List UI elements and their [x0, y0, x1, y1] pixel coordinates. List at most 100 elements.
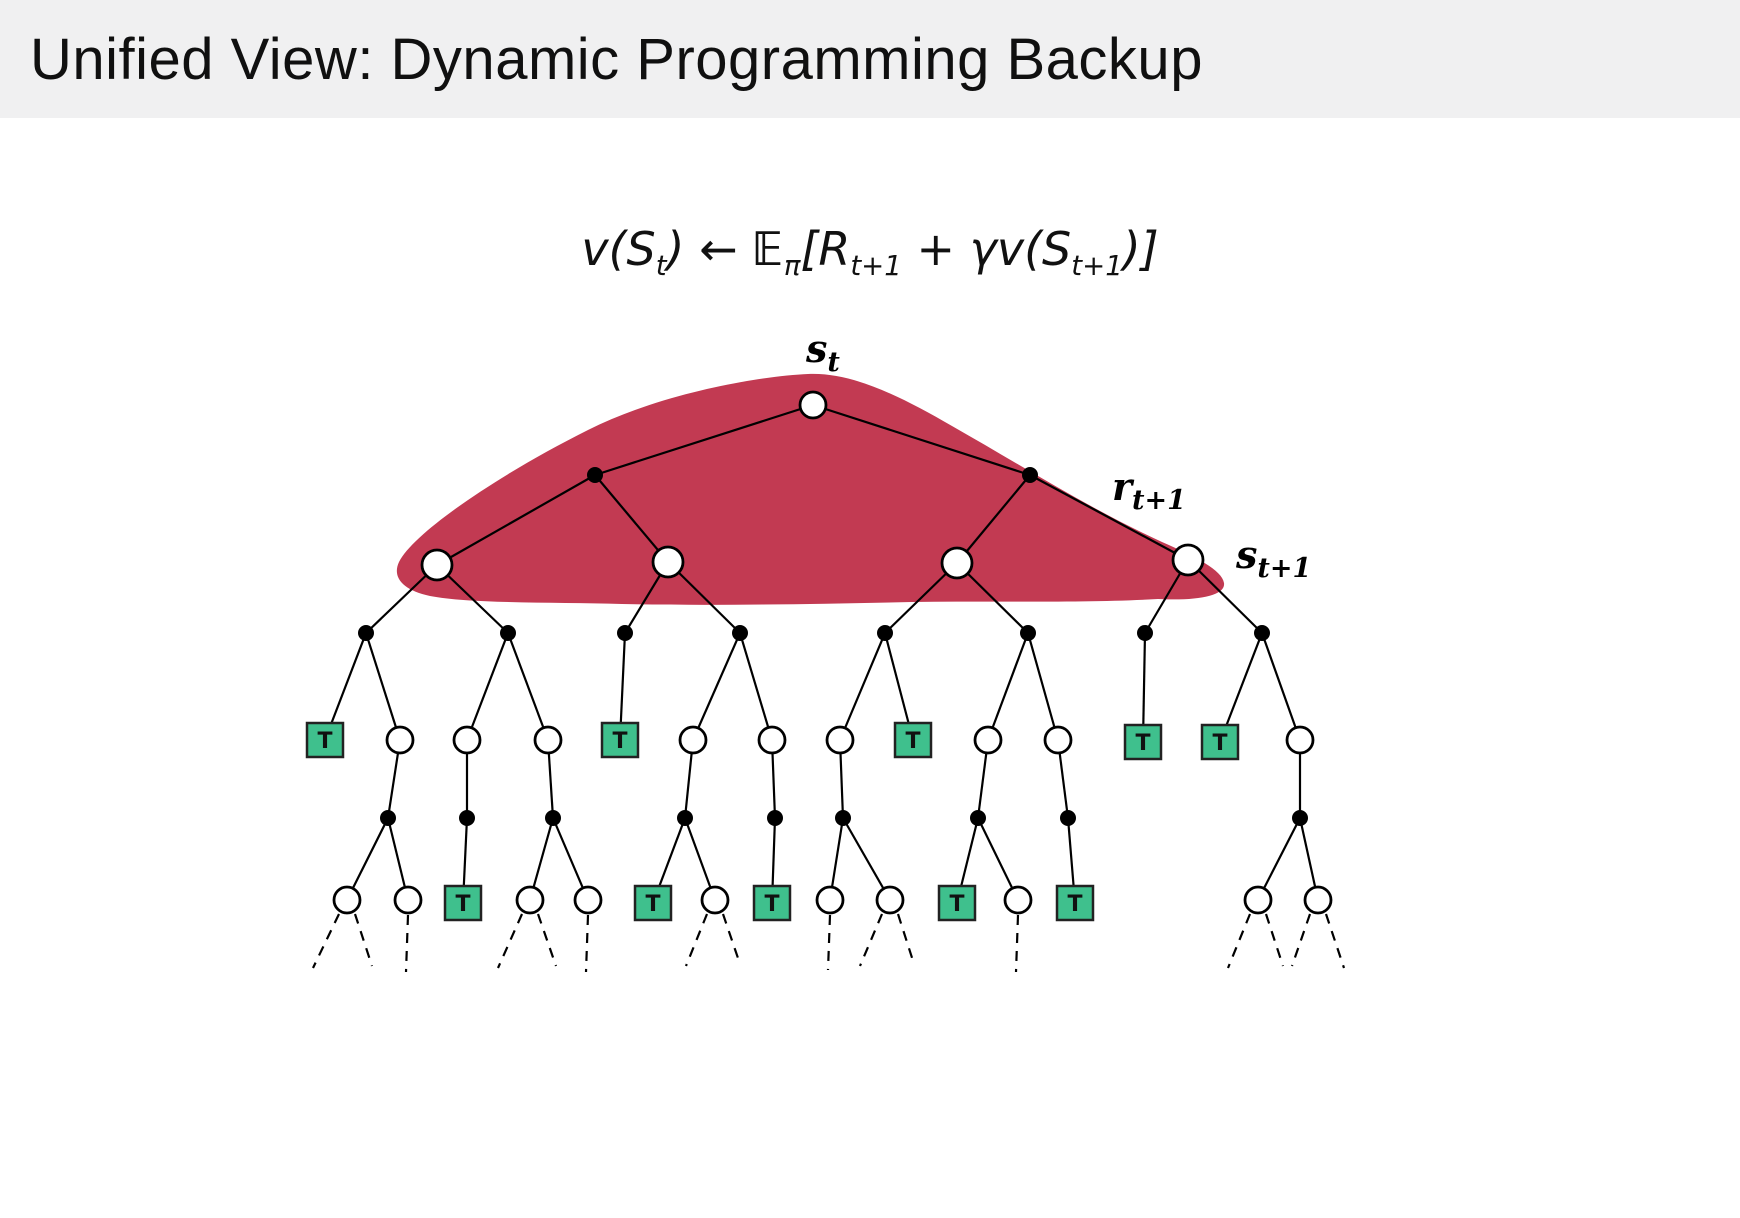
- action-node: [1020, 625, 1036, 641]
- tree-edge-dashed: [721, 913, 742, 965]
- tree-edge: [1026, 632, 1060, 741]
- tree-edge: [436, 474, 596, 566]
- state-node: [533, 725, 563, 755]
- terminal-state-label: T: [905, 729, 920, 754]
- formula-fragment: + γv(S: [901, 222, 1072, 276]
- terminal-state-label: T: [317, 729, 332, 754]
- terminal-state-label: T: [612, 729, 627, 754]
- tree-edge: [956, 562, 1029, 634]
- action-node: [380, 810, 396, 826]
- tree-edge: [1187, 559, 1263, 634]
- tree-edge-dashed: [1226, 913, 1252, 969]
- action-node: [677, 810, 693, 826]
- backup-equation: v(St) ← 𝔼π[Rt+1 + γv(St+1)]: [0, 222, 1740, 282]
- tree-edge: [364, 632, 402, 741]
- state-node: [815, 885, 845, 915]
- terminal-state-box: [305, 721, 345, 759]
- action-node: [835, 810, 851, 826]
- tree-edge-dashed: [353, 913, 374, 967]
- state-node: [757, 725, 787, 755]
- state-node: [1003, 885, 1033, 915]
- tree-edge-dashed: [536, 913, 558, 967]
- action-node: [358, 625, 374, 641]
- terminal-state-box: [633, 884, 673, 922]
- tree-edge: [1029, 474, 1189, 561]
- tree-edge: [346, 817, 389, 901]
- state-node: [825, 725, 855, 755]
- tree-edge: [738, 632, 774, 741]
- terminal-state-box: [893, 721, 933, 759]
- action-node: [1292, 810, 1308, 826]
- tree-edge: [465, 632, 510, 741]
- tree-edge-dashed: [896, 913, 916, 965]
- tree-edge-dashed: [1290, 913, 1312, 967]
- tree-edge: [956, 474, 1031, 564]
- slide-title-bar: Unified View: Dynamic Programming Backup: [0, 0, 1740, 118]
- state-node: [973, 725, 1003, 755]
- next-state-label: st+1: [1235, 532, 1311, 584]
- tree-edge: [667, 561, 741, 634]
- tree-edge: [884, 562, 958, 634]
- state-node: [332, 885, 362, 915]
- terminal-state-label: T: [1135, 731, 1150, 756]
- state-node: [1303, 885, 1333, 915]
- tree-edge: [1257, 817, 1301, 901]
- tree-edge: [594, 403, 814, 477]
- tree-edge: [551, 817, 590, 901]
- formula-fragment: )]: [1122, 222, 1159, 276]
- terminal-state-label: T: [1067, 892, 1082, 917]
- formula-subscript: t+1: [850, 249, 902, 283]
- state-node: [452, 725, 482, 755]
- tree-edge: [986, 632, 1030, 741]
- tree-edge: [812, 403, 1031, 477]
- state-node: [700, 885, 730, 915]
- formula-subscript: π: [783, 249, 801, 283]
- action-node: [500, 625, 516, 641]
- terminal-state-box: [937, 884, 977, 922]
- terminal-state-box: [443, 884, 483, 922]
- action-node: [545, 810, 561, 826]
- terminal-state-label: T: [1212, 731, 1227, 756]
- terminal-state-label: T: [645, 892, 660, 917]
- state-node: [515, 885, 545, 915]
- root-state-label: st: [805, 326, 840, 378]
- tree-edge: [594, 474, 669, 563]
- terminal-state-label: T: [455, 892, 470, 917]
- state-node: [1285, 725, 1315, 755]
- state-node: [1043, 725, 1073, 755]
- terminal-state-box: [1123, 723, 1163, 761]
- action-node: [1022, 467, 1038, 483]
- state-node: [875, 885, 905, 915]
- tree-edge: [691, 632, 742, 741]
- tree-edge-dashed: [312, 913, 340, 969]
- formula-fragment: [R: [800, 222, 851, 276]
- state-node: [573, 885, 603, 915]
- action-node: [1254, 625, 1270, 641]
- state-node: [385, 725, 415, 755]
- action-node: [970, 810, 986, 826]
- tree-edge-dashed: [496, 913, 524, 969]
- tree-edge: [838, 632, 887, 741]
- state-node: [1171, 543, 1205, 577]
- tree-edge: [683, 817, 717, 901]
- action-node: [877, 625, 893, 641]
- tree-edge-dashed: [826, 914, 832, 971]
- terminal-state-box: [1055, 884, 1095, 922]
- state-node: [651, 545, 685, 579]
- formula-subscript: t+1: [1071, 249, 1123, 283]
- terminal-state-box: [600, 721, 640, 759]
- terminal-state-label: T: [949, 892, 964, 917]
- action-node: [1137, 625, 1153, 641]
- tree-edge-dashed: [684, 913, 709, 967]
- tree-edge: [506, 632, 550, 741]
- expectation-symbol: 𝔼: [752, 222, 784, 276]
- action-node: [1060, 810, 1076, 826]
- state-node: [1243, 885, 1273, 915]
- formula-subscript: t: [655, 249, 667, 283]
- terminal-state-box: [752, 884, 792, 922]
- action-node: [459, 810, 475, 826]
- terminal-state-label: T: [764, 892, 779, 917]
- tree-edge: [842, 817, 891, 901]
